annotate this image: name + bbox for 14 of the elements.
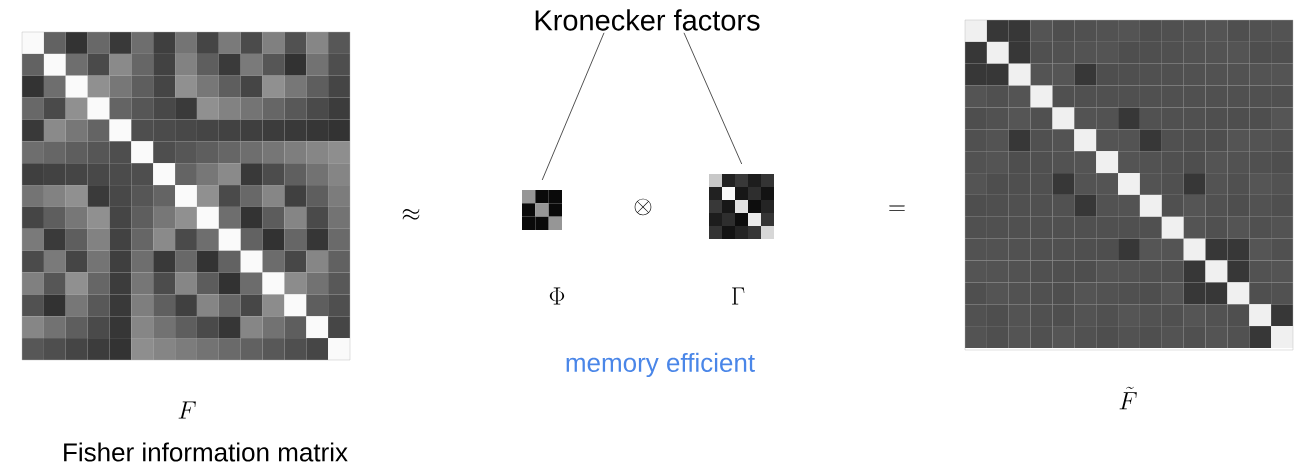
- math-symbol: $\approx$: [402, 209, 420, 220]
- caption-text: Fisher information matrix: [64, 442, 348, 462]
- math-label: $\Phi$: [549, 287, 565, 305]
- math-symbol: $\otimes$: [634, 198, 652, 216]
- math-label: $\Gamma$: [732, 287, 745, 305]
- leader-line: [683, 32, 743, 165]
- math-label: $F$: [178, 401, 196, 419]
- heading-text: Kronecker factors: [535, 9, 760, 31]
- matrix-picture: [522, 190, 562, 230]
- math-symbol: $=$: [889, 205, 905, 211]
- leader-line: [541, 32, 605, 181]
- math-label: $\tilde{F}$: [1119, 386, 1137, 410]
- matrix-picture: [709, 174, 774, 239]
- note-text: memory efficient: [566, 352, 755, 378]
